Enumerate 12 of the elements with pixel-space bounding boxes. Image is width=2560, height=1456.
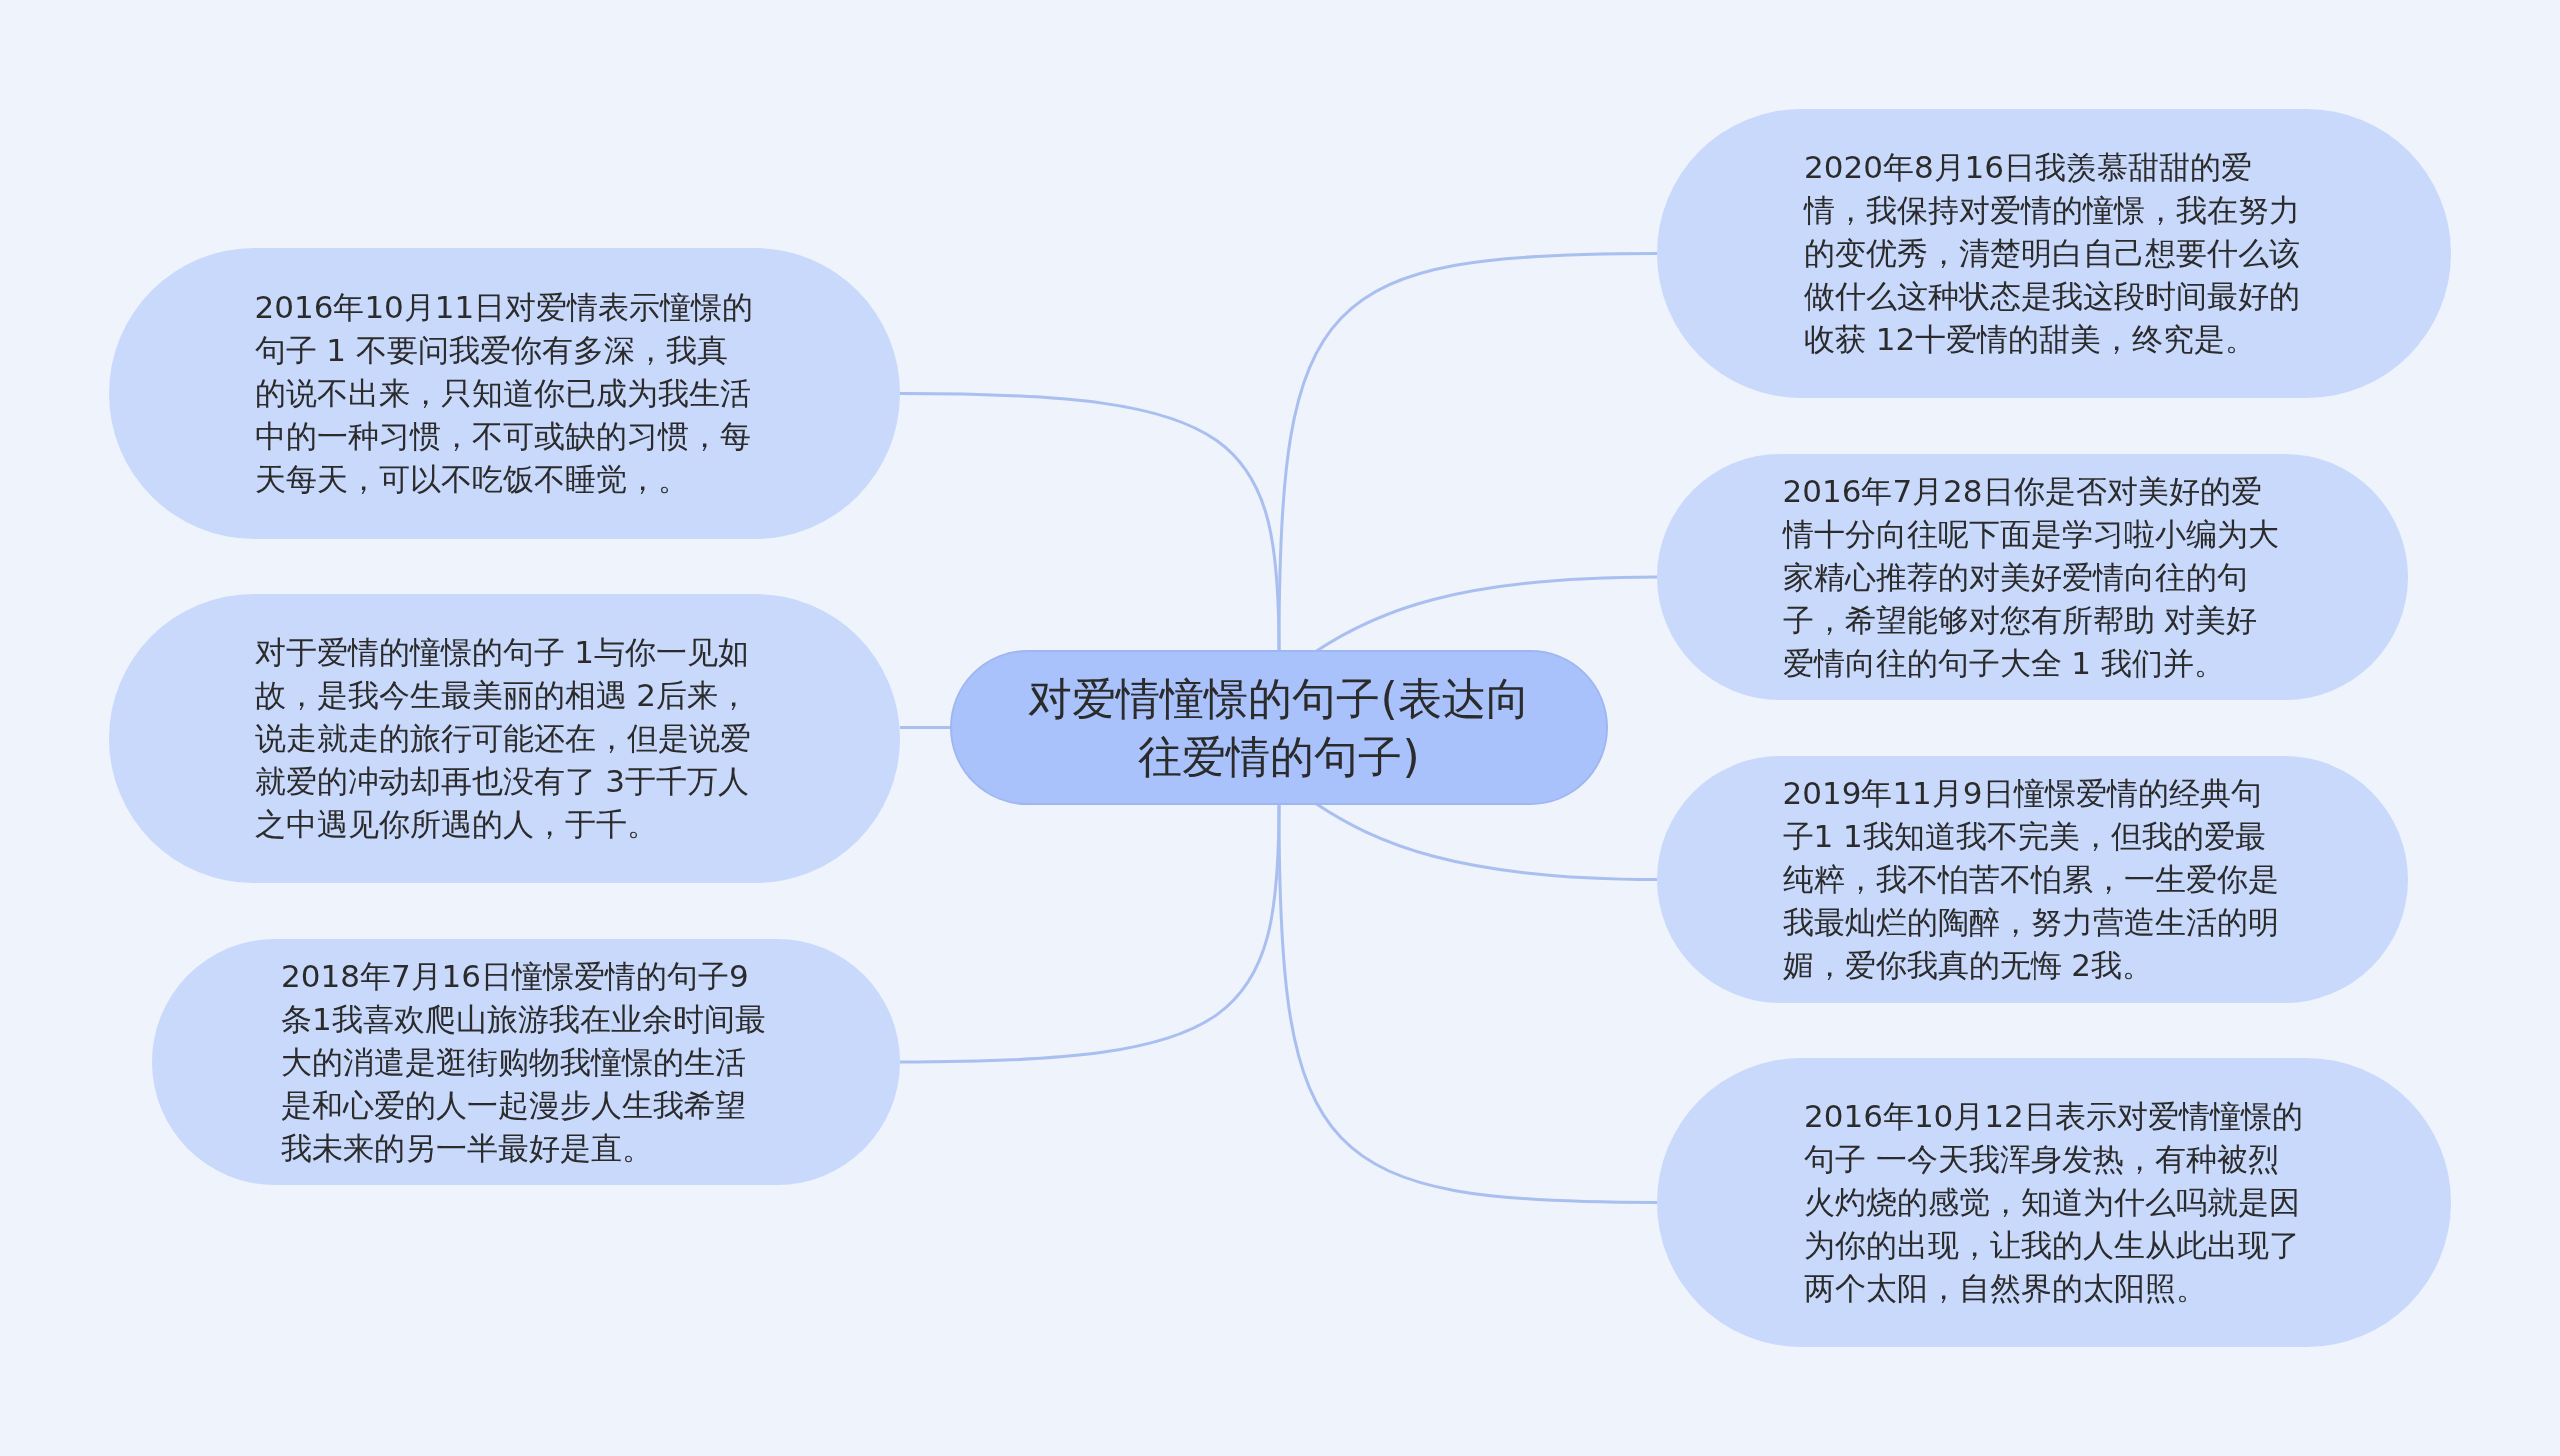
- connector-line: [1277, 805, 1657, 1204]
- branch-text: 对于爱情的憧憬的句子 1与你一见如故，是我今生最美丽的相遇 2后来，说走就走的旅行可能还在，但是说爱就爱的冲动却再也没有了 3于千万人之中遇见你所遇的人，于千。: [254, 633, 752, 844]
- topic-text: 对爱情憧憬的句子(表达向往爱情的句子): [1027, 671, 1531, 784]
- branch-text: 2020年8月16日我羡慕甜甜的爱情，我保持对爱情的憧憬，我在努力的变优秀，清楚明白自己想要什么该做什么这种状态是我这段时间最好的收获 12十爱情的甜美，终究是。: [1804, 148, 2301, 359]
- branch-text: 2016年10月11日对爱情表示憧憬的句子 1 不要问我爱你有多深，我真的说不出来，只知道你已成为我生活中的一种习惯，不可或缺的习惯，每天每天，可以不吃饭不睡觉，。: [254, 288, 755, 499]
- connector-line: [900, 804, 1281, 1064]
- branch-text: 2016年7月28日你是否对美好的爱情十分向往呢下面是学习啦小编为大家精心推荐的对美好爱情向往的句子，希望能够对您有所帮助 对美好爱情向往的句子大全 1 我们并。: [1782, 471, 2280, 683]
- branch-text: 2016年10月12日表示对爱情憧憬的句子 一今天我浑身发热，有种被烈火灼烧的感觉，知道为什么吗就是因为你的出现，让我的人生从此出现了两个太阳，自然界的太阳照。: [1804, 1097, 2304, 1308]
- connector-line: [1277, 252, 1657, 650]
- branch-text: 2019年11月9日憧憬爱情的经典句子1 1我知道我不完美，但我的爱最纯粹，我不怕苦不怕累，一生爱你是我最灿烂的陶醉，努力营造生活的明媚，爱你我真的无悔 2我。: [1782, 774, 2280, 985]
- branch-text: 2018年7月16日憧憬爱情的句子9条1我喜欢爬山旅游我在业余时间最大的消遣是逛街购物我憧憬的生活是和心爱的人一起漫步人生我希望我未来的另一半最好是直。: [281, 956, 767, 1168]
- connector-line: [900, 726, 950, 729]
